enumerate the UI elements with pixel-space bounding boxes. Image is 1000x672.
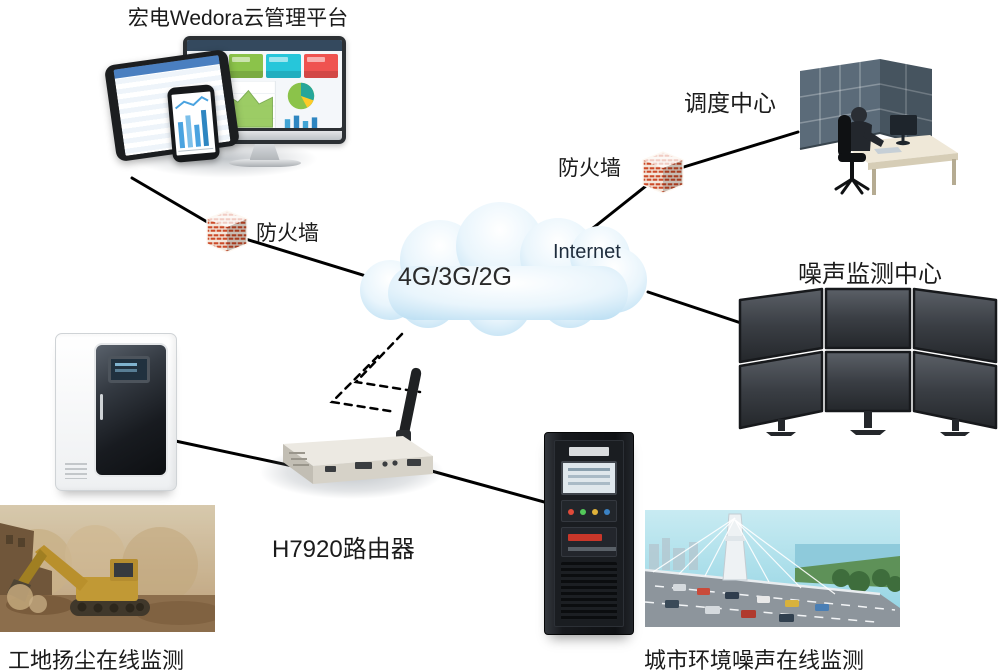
internet-label: Internet bbox=[553, 241, 621, 263]
kpi-tile-teal bbox=[266, 54, 301, 78]
noise-monitor-cabinet bbox=[544, 432, 634, 635]
city-noise-monitoring-label: 城市环境噪声在线监测 bbox=[644, 648, 865, 672]
router-label: H7920路由器 bbox=[272, 536, 415, 563]
cabinet-indicator-leds bbox=[561, 500, 617, 522]
firewall-left-label: 防火墙 bbox=[256, 222, 319, 245]
router-antenna bbox=[398, 367, 422, 440]
cabinet-front-panel bbox=[554, 440, 624, 627]
firewall-right-label: 防火墙 bbox=[558, 157, 621, 180]
monitor-base bbox=[228, 159, 301, 167]
kpi-tile-green bbox=[228, 54, 263, 78]
video-wall bbox=[738, 284, 998, 441]
cabinet-display bbox=[108, 356, 150, 383]
cabinet-vent bbox=[561, 562, 617, 620]
cabinet-handle bbox=[100, 394, 103, 420]
dispatch-center-label: 调度中心 bbox=[684, 90, 776, 116]
internet-cloud bbox=[348, 198, 666, 343]
router-device bbox=[255, 360, 450, 510]
firewall-icon bbox=[640, 150, 686, 196]
pie-chart bbox=[287, 82, 315, 110]
city-bridge-photo bbox=[645, 510, 900, 627]
dispatch-center-illustration bbox=[762, 55, 967, 210]
platform-label: 宏电Wedora云管理平台 bbox=[127, 7, 349, 30]
cabinet-display bbox=[561, 461, 617, 495]
monitor-stand bbox=[249, 144, 280, 160]
phone-device bbox=[166, 84, 221, 163]
construction-site-photo bbox=[0, 505, 215, 632]
dust-monitor-cabinet bbox=[55, 333, 177, 491]
phone-screen bbox=[171, 91, 216, 156]
cabinet-vents bbox=[65, 463, 87, 479]
kpi-tile-red bbox=[303, 54, 338, 78]
cabinet-label-strip bbox=[569, 447, 609, 456]
network-generation-label: 4G/3G/2G bbox=[398, 263, 512, 291]
firewall-icon bbox=[204, 209, 250, 255]
monitor-chin bbox=[187, 131, 342, 140]
dashboard-header-bar bbox=[187, 40, 342, 51]
dust-monitoring-label: 工地扬尘在线监测 bbox=[8, 648, 185, 672]
cabinet-meter-module bbox=[561, 527, 617, 557]
noise-center-label: 噪声监测中心 bbox=[798, 261, 942, 288]
bar-chart bbox=[284, 115, 318, 128]
